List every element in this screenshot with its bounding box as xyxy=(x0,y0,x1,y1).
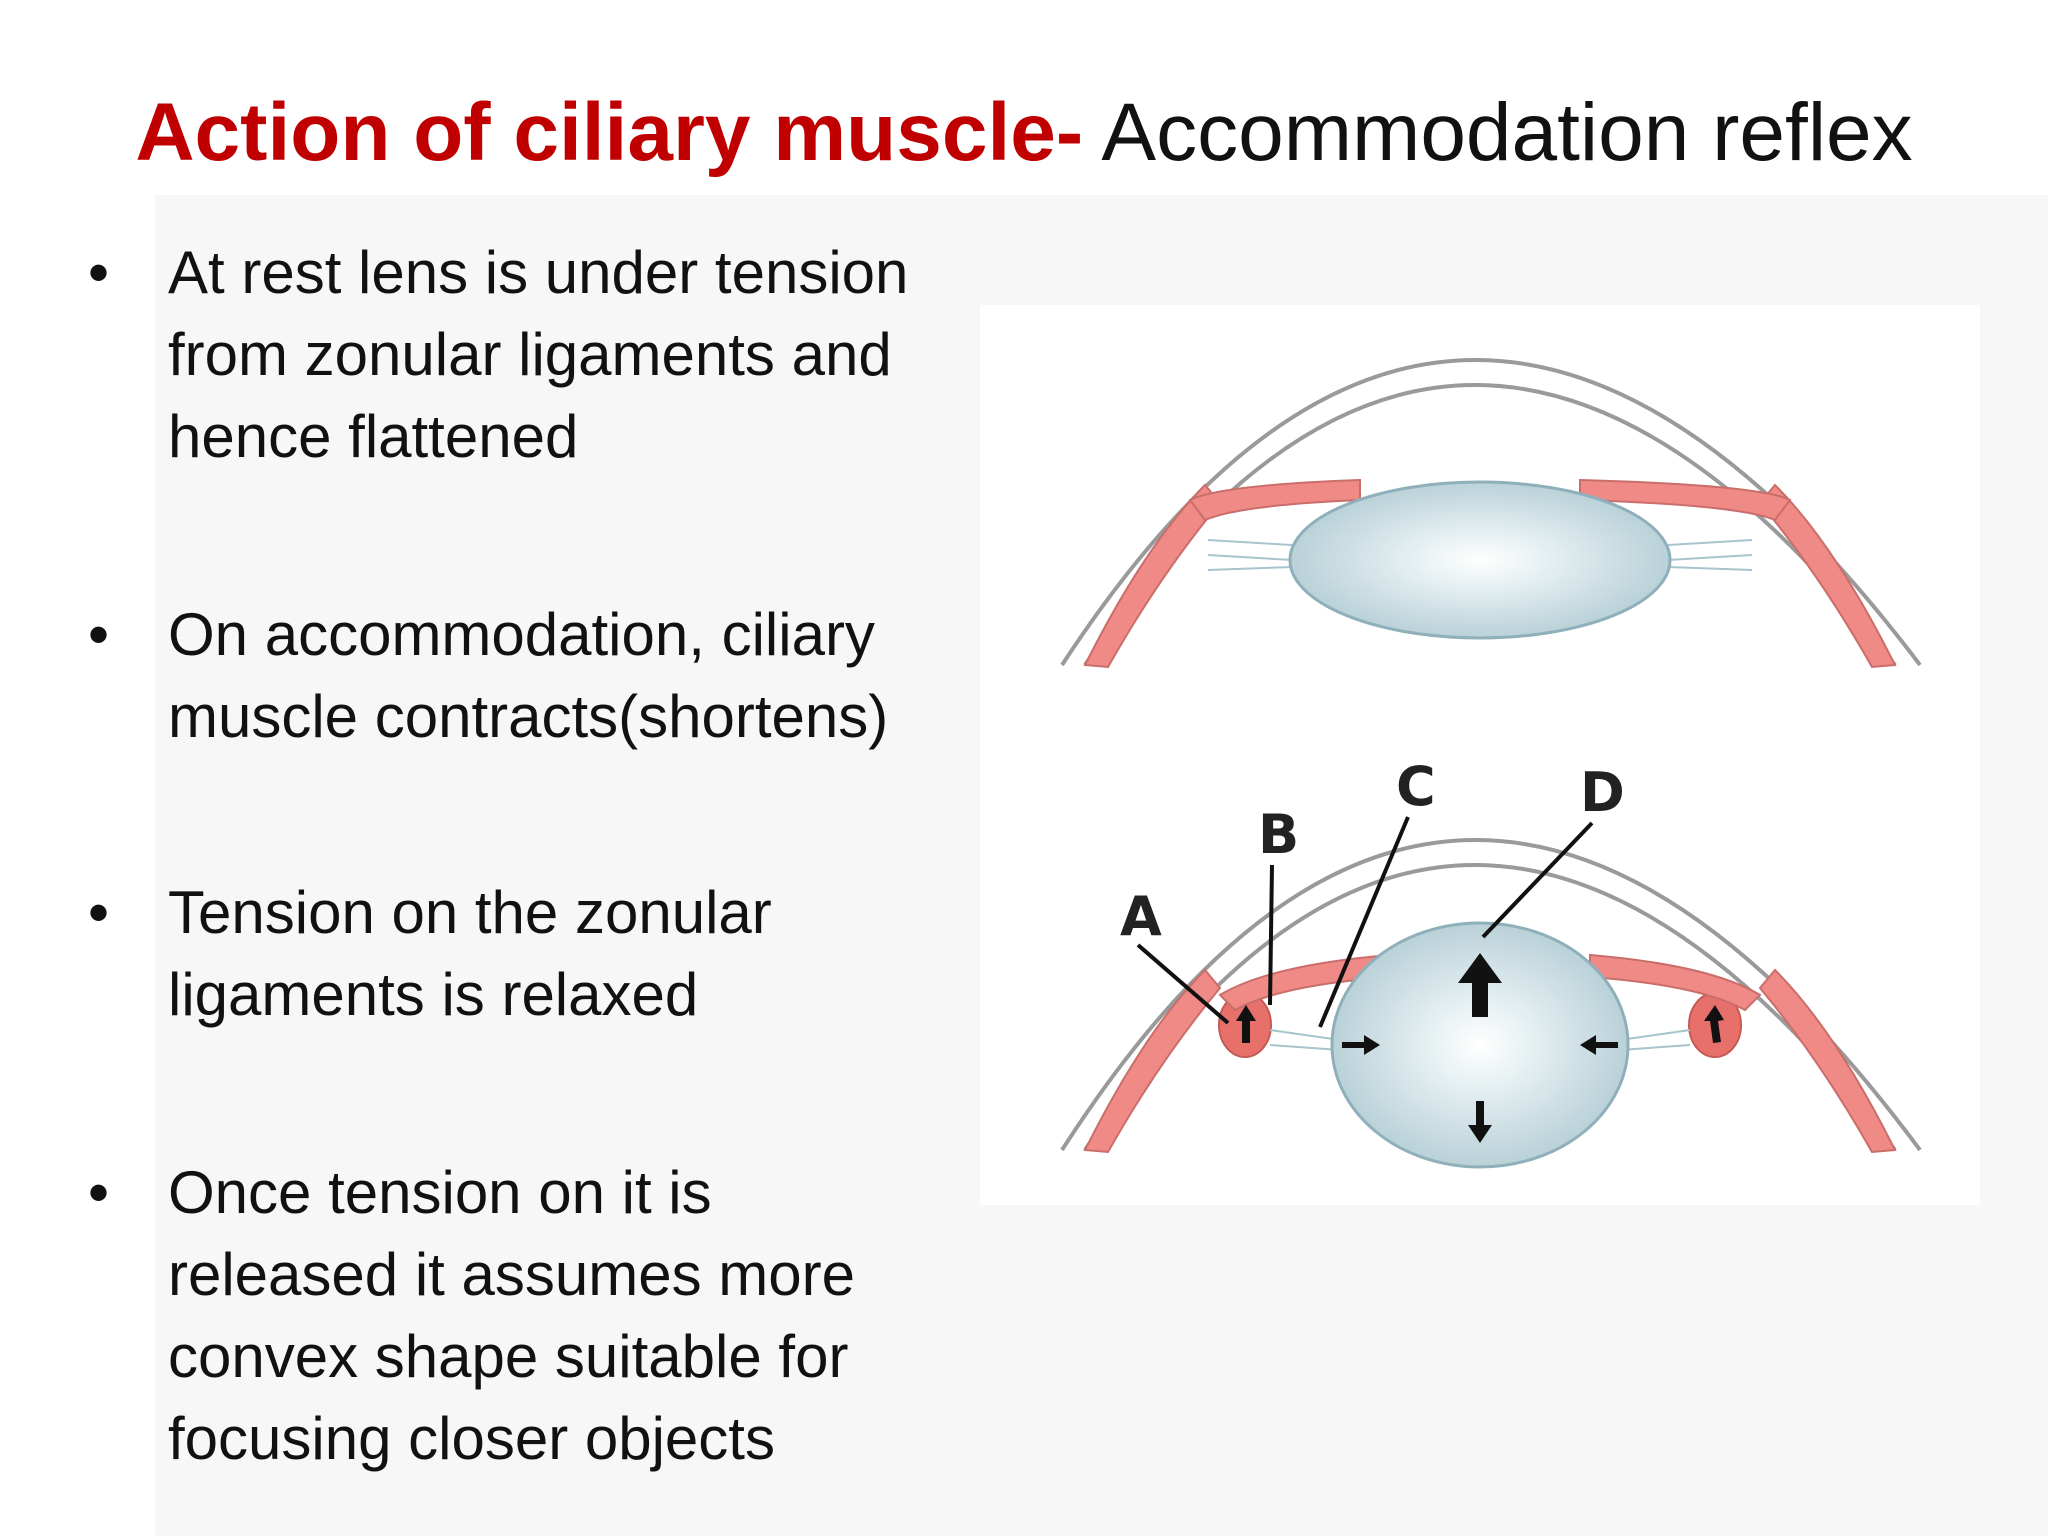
lens-convex xyxy=(1330,921,1630,1169)
bullet-dot: • xyxy=(88,1159,110,1226)
ciliary-muscle-right xyxy=(1758,968,1897,1154)
label-c: C xyxy=(1396,755,1436,818)
bullet-line: ligaments is relaxed xyxy=(168,961,699,1028)
label-d: D xyxy=(1580,761,1625,824)
leader-c xyxy=(1318,816,1410,1028)
bullet-item-1: • At rest lens is under tension from zon… xyxy=(80,232,908,478)
leader-a xyxy=(1136,943,1230,1025)
bullet-line: convex shape suitable for xyxy=(168,1323,849,1390)
ciliary-muscle-left xyxy=(1083,968,1222,1154)
bullet-line: At rest lens is under tension xyxy=(168,239,909,306)
arrow-left-icon xyxy=(1580,1035,1618,1055)
leader-d xyxy=(1481,821,1594,939)
eye-diagram-svg: A B C D xyxy=(980,305,1980,1205)
arrow-up-icon xyxy=(1458,953,1502,1017)
bullet-line: muscle contracts(shortens) xyxy=(168,683,889,750)
bullet-dot: • xyxy=(88,601,110,668)
bullet-line: On accommodation, ciliary xyxy=(168,601,875,668)
iris-left xyxy=(1188,478,1361,522)
muscle-arrow-icon xyxy=(1236,1005,1256,1043)
bullet-line: Tension on the zonular xyxy=(168,879,772,946)
label-a: A xyxy=(1120,885,1162,948)
bullet-item-3: • Tension on the zonular ligaments is re… xyxy=(80,872,772,1036)
leader-b xyxy=(1268,864,1274,1006)
bullet-line: focusing closer objects xyxy=(168,1405,775,1472)
eye-accommodated: A B C D xyxy=(1060,755,1922,1169)
slide-title: Action of ciliary muscle- Accommodation … xyxy=(0,78,2048,188)
bullet-item-4: • Once tension on it is released it assu… xyxy=(80,1152,855,1480)
bullet-dot: • xyxy=(88,239,110,306)
muscle-arrow-icon xyxy=(1704,1005,1724,1043)
lens-flat xyxy=(1288,480,1672,640)
force-arrows xyxy=(1236,953,1724,1143)
bullet-line: released it assumes more xyxy=(168,1241,855,1308)
eye-diagram: A B C D xyxy=(980,305,1980,1205)
bullet-line: from zonular ligaments and xyxy=(168,321,892,388)
arrow-down-icon xyxy=(1468,1101,1492,1143)
bullet-line: hence flattened xyxy=(168,403,579,470)
label-b: B xyxy=(1258,803,1299,866)
zonular-ligaments-bottom xyxy=(1269,1029,1691,1051)
bullet-item-2: • On accommodation, ciliary muscle contr… xyxy=(80,594,888,758)
title-accent: Action of ciliary muscle- xyxy=(135,87,1084,178)
bullet-line: Once tension on it is xyxy=(168,1159,712,1226)
label-leaders xyxy=(1136,816,1594,1028)
arrow-right-icon xyxy=(1342,1035,1380,1055)
eye-relaxed xyxy=(1060,358,1922,669)
title-main: Accommodation reflex xyxy=(1083,87,1913,178)
bullet-dot: • xyxy=(88,879,110,946)
zonular-ligaments-top xyxy=(1207,539,1753,571)
